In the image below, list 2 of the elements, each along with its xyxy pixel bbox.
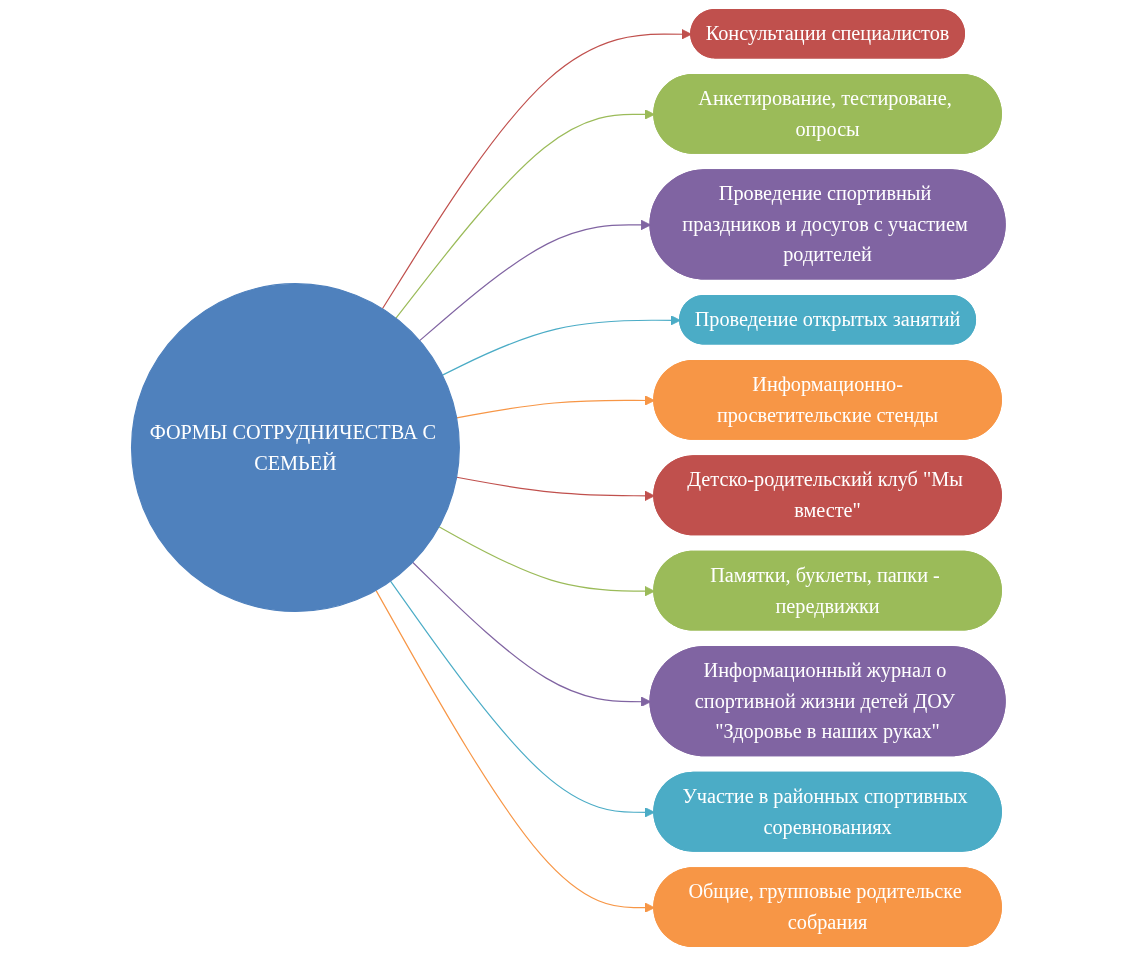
node-circle: ФОРМЫ СОТРУДНИЧЕСТВА С СЕМЬЕЙ: [131, 283, 461, 613]
arrow: [442, 315, 681, 376]
